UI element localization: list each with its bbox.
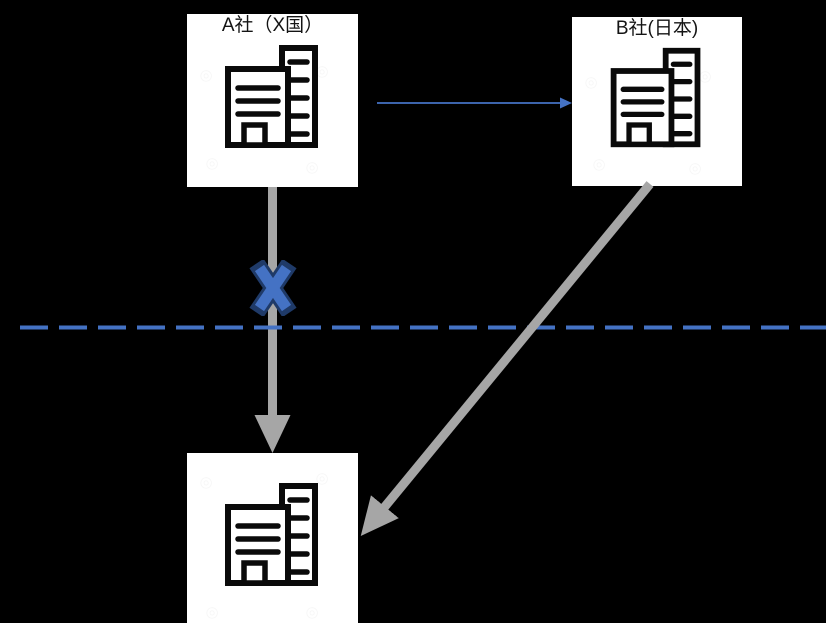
x-outline: [249, 260, 297, 316]
watermark-icon: ◎: [301, 156, 323, 179]
watermark-icon: ◎: [684, 157, 706, 180]
node-company-a: ◎ ◎ ◎ ◎ A社（X国）: [187, 14, 358, 187]
x-fill: [254, 264, 292, 312]
x-outline: [249, 260, 297, 316]
watermark-icon: ◎: [201, 152, 223, 175]
watermark-icon: ◎: [201, 601, 223, 623]
x-fill: [254, 264, 292, 312]
blocked-x-icon: [249, 260, 297, 316]
watermark-icon: ◎: [301, 601, 323, 623]
watermark-icon: ◎: [580, 71, 602, 94]
watermark-icon: ◎: [588, 153, 610, 176]
node-company-b: ◎ ◎ ◎ ◎ B社(日本): [572, 17, 742, 186]
watermark-icon: ◎: [195, 64, 217, 87]
building-icon: [224, 45, 318, 148]
arrow-b-to-c: [360, 181, 654, 537]
building-icon: [224, 483, 318, 586]
watermark-icon: ◎: [195, 471, 217, 494]
building-icon: [610, 47, 701, 148]
node-company-a-label: A社（X国）: [221, 15, 324, 36]
node-company-b-label: B社(日本): [615, 18, 699, 39]
node-company-bottom: ◎ ◎ ◎ ◎: [187, 453, 358, 623]
